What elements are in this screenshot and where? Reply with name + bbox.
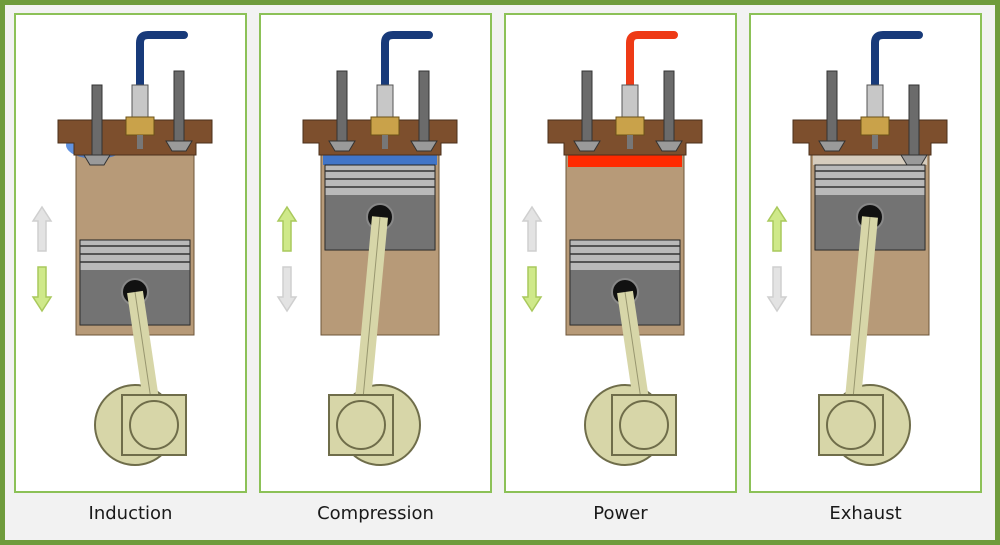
exhaust-valve-stem: [174, 71, 184, 141]
spark-plug-nut: [616, 117, 644, 135]
up-arrow-icon: [33, 207, 51, 251]
panel-power: [504, 13, 737, 493]
intake-valve-stem: [337, 71, 347, 141]
spark-plug-tip: [627, 135, 633, 149]
caption-power: Power: [504, 503, 737, 524]
engine-exhaust: [751, 15, 980, 491]
up-arrow-icon: [278, 207, 296, 251]
spark-plug-insulator: [867, 85, 883, 117]
engine-power: [506, 15, 735, 491]
spark-plug-tip: [872, 135, 878, 149]
up-arrow-icon: [768, 207, 786, 251]
exhaust-valve-stem: [419, 71, 429, 141]
intake-valve-stem: [582, 71, 592, 141]
fuel-charge: [323, 155, 437, 165]
caption-compression: Compression: [259, 503, 492, 524]
ignition-flame: [568, 155, 682, 167]
down-arrow-icon: [523, 267, 541, 311]
panel-induction: [14, 13, 247, 493]
engine-induction: [16, 15, 245, 491]
panel-exhaust: [749, 13, 982, 493]
caption-induction: Induction: [14, 503, 247, 524]
crank-pin: [827, 401, 875, 449]
crank-pin: [337, 401, 385, 449]
spark-plug-insulator: [622, 85, 638, 117]
intake-valve-stem: [92, 85, 102, 155]
down-arrow-icon: [278, 267, 296, 311]
down-arrow-icon: [33, 267, 51, 311]
up-arrow-icon: [523, 207, 541, 251]
crank-pin: [620, 401, 668, 449]
crank-pin: [130, 401, 178, 449]
engine-compression: [261, 15, 490, 491]
spark-plug-insulator: [377, 85, 393, 117]
spark-plug-nut: [371, 117, 399, 135]
spark-plug-insulator: [132, 85, 148, 117]
spark-plug-tip: [137, 135, 143, 149]
down-arrow-icon: [768, 267, 786, 311]
spark-plug-tip: [382, 135, 388, 149]
exhaust-valve-stem: [664, 71, 674, 141]
caption-exhaust: Exhaust: [749, 503, 982, 524]
panel-compression: [259, 13, 492, 493]
exhaust-valve-stem: [909, 85, 919, 155]
spark-plug-nut: [861, 117, 889, 135]
intake-valve-stem: [827, 71, 837, 141]
spark-plug-nut: [126, 117, 154, 135]
